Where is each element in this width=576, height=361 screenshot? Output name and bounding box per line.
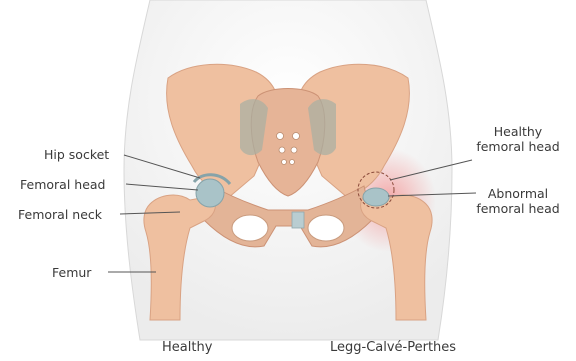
- label-femoral-neck: Femoral neck: [18, 207, 102, 222]
- label-abnormal-femoral-head: Abnormal femoral head: [470, 186, 566, 216]
- caption-legg-calve-perthes: Legg-Calvé-Perthes: [330, 340, 456, 355]
- label-healthy-femoral-head-line1: Healthy: [470, 124, 566, 139]
- label-femur: Femur: [52, 265, 91, 280]
- label-healthy-femoral-head-line2: femoral head: [470, 139, 566, 154]
- left-obturator-foramen: [232, 215, 268, 241]
- caption-healthy: Healthy: [162, 340, 212, 355]
- label-abnormal-femoral-head-line2: femoral head: [470, 201, 566, 216]
- left-femoral-head: [196, 179, 224, 207]
- label-hip-socket: Hip socket: [44, 147, 109, 162]
- label-abnormal-femoral-head-line1: Abnormal: [470, 186, 566, 201]
- abnormal-femoral-head: [363, 188, 389, 206]
- right-obturator-foramen: [308, 215, 344, 241]
- label-healthy-femoral-head: Healthy femoral head: [470, 124, 566, 154]
- pubic-symphysis: [292, 212, 304, 228]
- label-femoral-head: Femoral head: [20, 177, 105, 192]
